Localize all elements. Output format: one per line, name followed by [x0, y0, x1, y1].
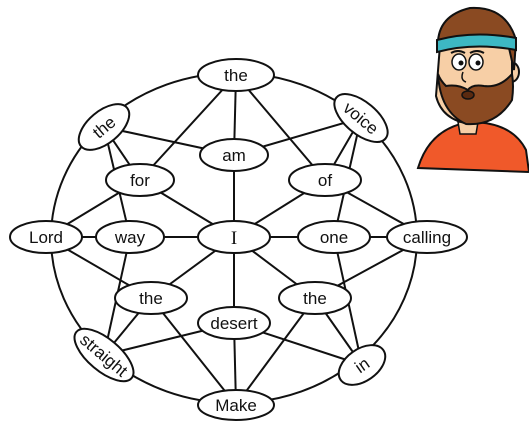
node-am: am: [199, 138, 269, 172]
headband: [436, 33, 517, 54]
svg-text:one: one: [320, 228, 348, 247]
svg-text:the: the: [224, 66, 248, 85]
node-the-top: the: [197, 58, 275, 92]
node-straight: straight: [73, 327, 135, 383]
node-for: for: [105, 163, 175, 197]
svg-text:Lord: Lord: [29, 228, 63, 247]
svg-text:of: of: [318, 171, 332, 190]
svg-text:way: way: [114, 228, 146, 247]
svg-text:I: I: [231, 228, 237, 249]
svg-text:the: the: [303, 289, 327, 308]
svg-text:Make: Make: [215, 396, 257, 415]
node-of: of: [288, 163, 362, 197]
svg-text:for: for: [130, 171, 150, 190]
node-voice: voice: [333, 93, 389, 143]
bearded-man-illustration: [416, 6, 529, 174]
node-way: way: [95, 220, 165, 254]
beard: [437, 71, 514, 126]
svg-text:the: the: [139, 289, 163, 308]
node-desert: desert: [197, 306, 271, 340]
node-center-i: I: [197, 220, 271, 254]
node-in: in: [337, 344, 387, 386]
node-the-right: the: [278, 281, 352, 315]
svg-text:am: am: [222, 146, 246, 165]
svg-text:desert: desert: [210, 314, 258, 333]
node-one: one: [297, 220, 371, 254]
svg-text:calling: calling: [403, 228, 451, 247]
node-lord: Lord: [9, 220, 83, 254]
node-make: Make: [197, 389, 275, 421]
node-calling: calling: [386, 220, 468, 254]
node-the-left: the: [114, 281, 188, 315]
node-the-upper-left: the: [77, 103, 131, 151]
